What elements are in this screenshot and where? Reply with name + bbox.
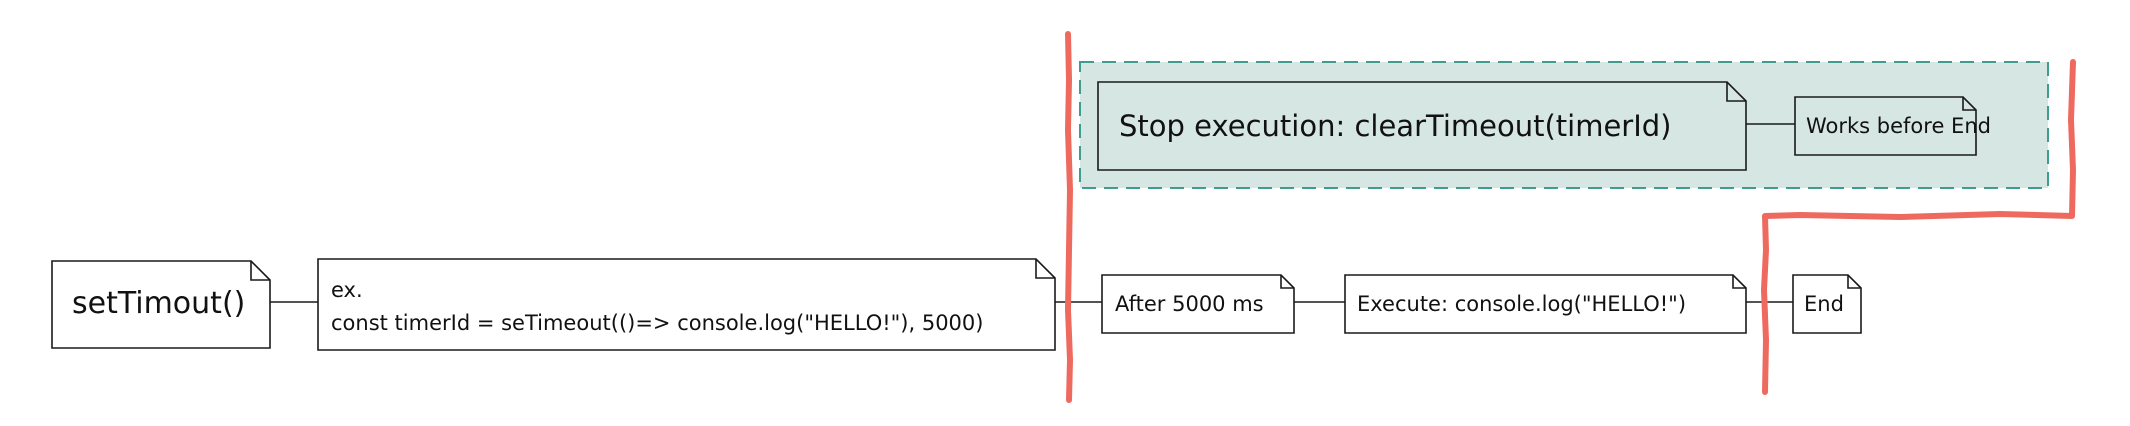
note-stop-execution: Stop execution: clearTimeout(timerId): [1097, 81, 1747, 171]
after-label: After 5000 ms: [1115, 292, 1264, 316]
works-label: Works before End: [1806, 114, 1991, 138]
note-end: End: [1792, 274, 1862, 334]
highlight-line-right: [1761, 59, 2076, 395]
note-execute: Execute: console.log("HELLO!"): [1344, 274, 1747, 334]
highlight-lines: [1065, 31, 2076, 403]
note-works-before-end: Works before End: [1794, 96, 1991, 156]
note-after-5000ms: After 5000 ms: [1101, 274, 1295, 334]
connectors: [270, 123, 1795, 303]
settimeout-label: setTimout(): [72, 286, 245, 321]
note-example: ex. const timerId = seTimeout(()=> conso…: [317, 258, 1056, 351]
example-line-1: ex.: [331, 278, 363, 302]
note-settimeout: setTimout(): [51, 260, 271, 349]
execute-label: Execute: console.log("HELLO!"): [1357, 292, 1686, 316]
end-label: End: [1804, 292, 1844, 316]
stop-label: Stop execution: clearTimeout(timerId): [1119, 109, 1672, 143]
example-line-2: const timerId = seTimeout(()=> console.l…: [331, 311, 983, 335]
highlight-line-left: [1065, 31, 1073, 403]
